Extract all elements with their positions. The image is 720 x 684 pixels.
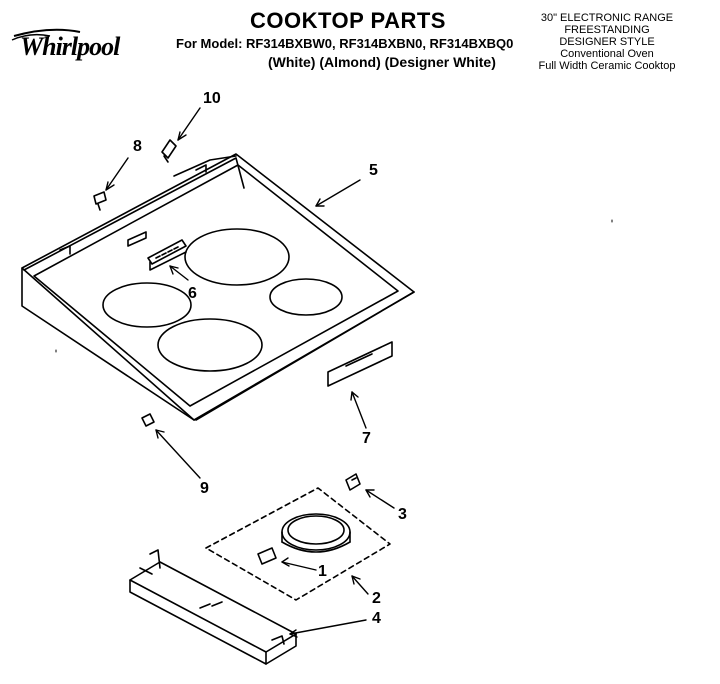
logo-swoosh-icon — [11, 28, 81, 41]
callout-6: 6 — [188, 285, 197, 302]
callout-1: 1 — [318, 563, 327, 580]
element-clip-part — [345, 473, 361, 491]
spec-line: Full Width Ceramic Cooktop — [538, 60, 676, 72]
spec-line: 30" ELECTRONIC RANGE — [540, 12, 674, 24]
model-line: For Model: RF314BXBW0, RF314BXBN0, RF314… — [176, 36, 514, 51]
element-outline — [205, 487, 391, 601]
callout-8: 8 — [133, 138, 142, 155]
trim-piece — [327, 341, 393, 387]
control-window — [147, 239, 187, 271]
spec-line: Conventional Oven — [560, 48, 654, 60]
cooktop-frame — [21, 153, 415, 421]
bracket-part — [161, 139, 177, 163]
radiant-element — [257, 513, 351, 565]
page-title: COOKTOP PARTS — [250, 8, 446, 33]
leader-lines — [105, 107, 395, 638]
callout-5: 5 — [369, 162, 378, 179]
callout-9: 9 — [200, 480, 209, 497]
callout-2: 2 — [372, 590, 381, 607]
registration-marks — [55, 219, 613, 353]
callout-10: 10 — [203, 90, 221, 107]
burner-circles — [102, 228, 343, 372]
clip-part — [93, 191, 107, 211]
brand-name: Whirlpool — [20, 32, 120, 61]
small-clip-part — [141, 413, 155, 427]
spec-line: DESIGNER STYLE — [559, 36, 655, 48]
whirlpool-logo: Whirlpool — [10, 26, 140, 66]
spec-block: 30" ELECTRONIC RANGE FREESTANDING DESIGN… — [512, 12, 702, 72]
lower-bracket — [129, 549, 297, 665]
color-line: (White) (Almond) (Designer White) — [268, 54, 496, 70]
callout-4: 4 — [372, 610, 381, 627]
callout-7: 7 — [362, 430, 371, 447]
callout-3: 3 — [398, 506, 407, 523]
spec-line: FREESTANDING — [564, 24, 650, 36]
